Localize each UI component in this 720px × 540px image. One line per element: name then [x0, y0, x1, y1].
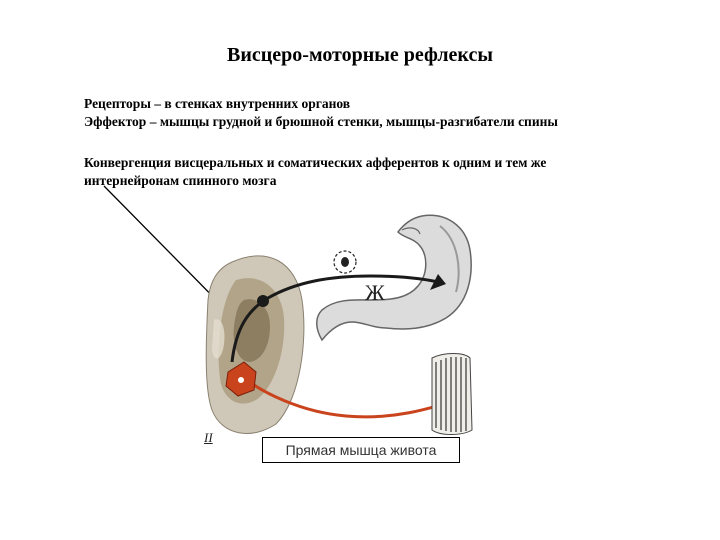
afferent-receptor-arrow	[430, 274, 446, 290]
visceral-afferent-path	[230, 274, 439, 363]
rectus-abdominis-muscle	[431, 353, 473, 435]
muscle-caption: Прямая мышца живота	[262, 437, 460, 463]
receptors-line: Рецепторы – в стенках внутренних органов	[84, 96, 351, 111]
stomach-label: Ж	[365, 280, 385, 305]
convergence-line-2: интернейронам спинного мозга	[84, 173, 277, 188]
segment-label: II	[204, 430, 213, 445]
spinal-cord-section	[205, 255, 305, 434]
ganglion	[333, 250, 357, 274]
afferent-neuron-body	[257, 295, 269, 307]
slide-title: Висцеро-моторные рефлексы	[227, 44, 493, 66]
effector-line: Эффектор – мышцы грудной и брюшной стенк…	[84, 114, 558, 129]
stomach	[316, 214, 472, 342]
convergence-line-1: Конвергенция висцеральных и соматических…	[84, 155, 547, 170]
